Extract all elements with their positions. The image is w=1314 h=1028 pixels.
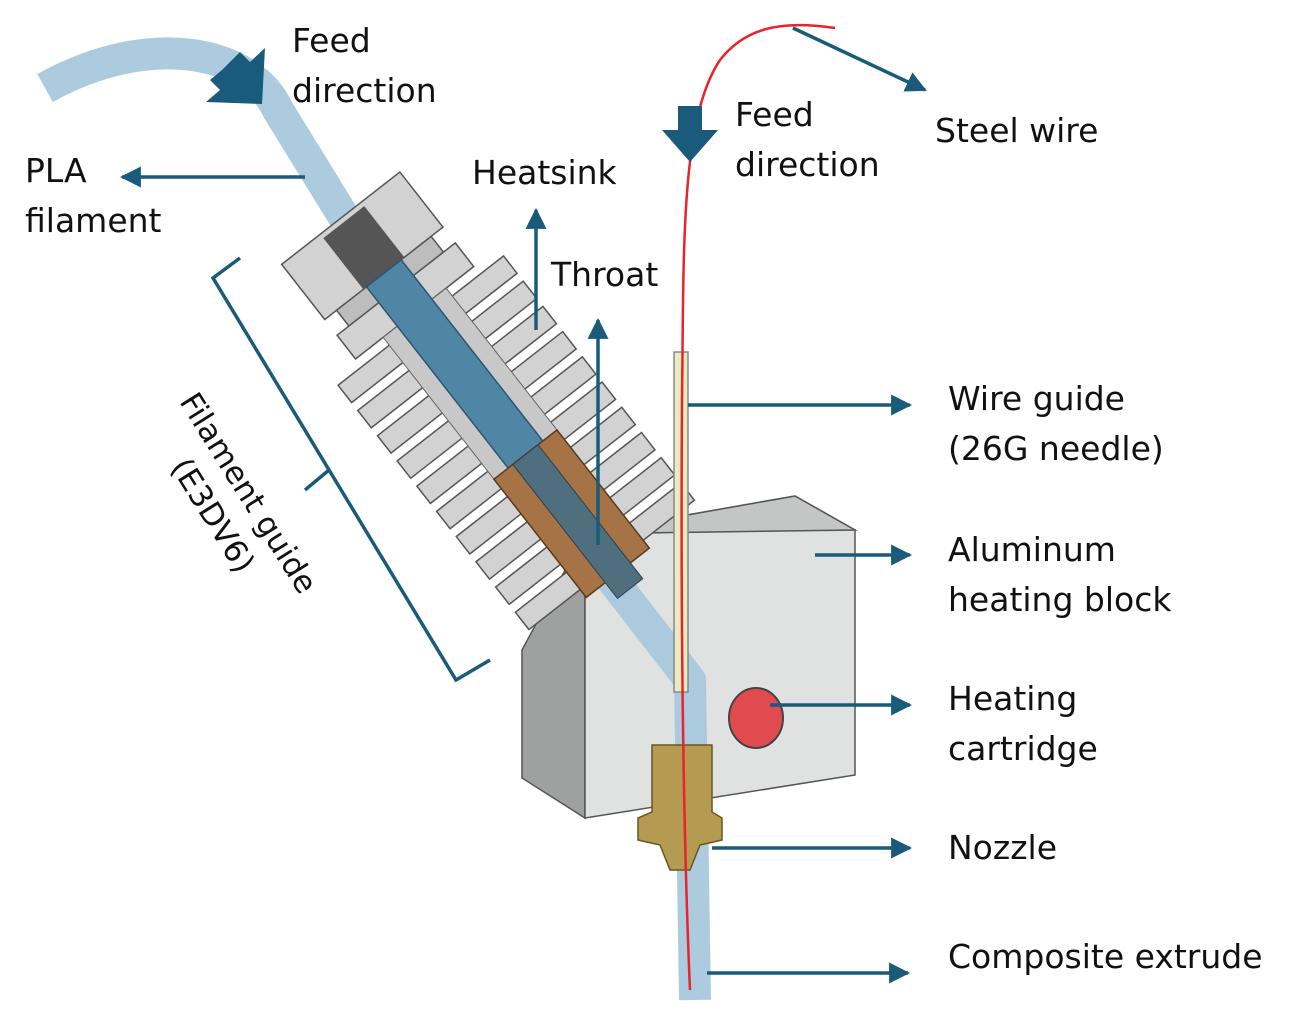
nozzle — [637, 744, 723, 871]
label-throat: Throat — [551, 255, 659, 294]
label-nozzle: Nozzle — [948, 828, 1057, 867]
label-feed-direction-left: Feed direction — [292, 21, 437, 110]
label-pla-filament: PLA filament — [25, 151, 162, 240]
filament-guide-bracket — [210, 256, 491, 683]
feed-arrow-left — [206, 48, 265, 104]
heatsink — [280, 170, 696, 631]
label-aluminum-heating-block: Aluminum heating block — [948, 530, 1172, 619]
pla-filament — [37, 37, 711, 1001]
label-wire-guide: Wire guide (26G needle) — [948, 379, 1164, 468]
label-feed-direction-right: Feed direction — [735, 95, 880, 184]
steel-wire — [680, 23, 836, 991]
feed-arrow-right — [662, 106, 718, 162]
aluminum-heating-block — [521, 495, 858, 820]
label-heating-cartridge: Heating cartridge — [948, 679, 1098, 768]
label-heatsink: Heatsink — [472, 153, 617, 192]
callout-arrows — [119, 26, 927, 984]
label-composite-extrude: Composite extrude — [948, 937, 1263, 976]
heating-cartridge — [728, 687, 784, 749]
label-steel-wire: Steel wire — [935, 111, 1099, 150]
